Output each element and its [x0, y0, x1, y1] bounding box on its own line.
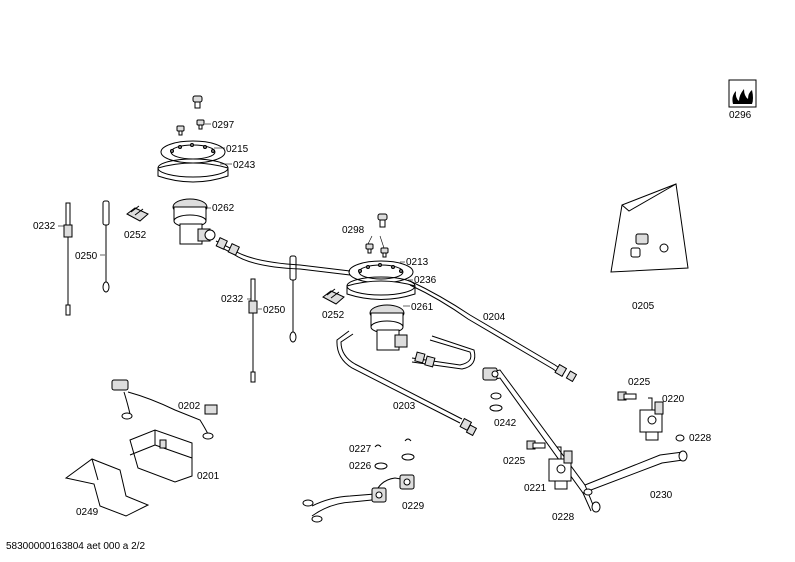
ring-0226: [374, 453, 415, 470]
gas-pipe-0204: [409, 280, 578, 383]
label-0252-centre: 0252: [322, 310, 345, 321]
label-0236: 0236: [414, 275, 437, 286]
label-0201: 0201: [197, 471, 220, 482]
screw-top: [192, 95, 203, 109]
label-0213: 0213: [406, 257, 429, 268]
igniter-electrode-0232-left: [63, 202, 73, 316]
gas-pipe-upper: [215, 237, 351, 276]
label-0298: 0298: [342, 225, 365, 236]
label-0250-centre: 0250: [263, 305, 286, 316]
screw-0298-top: [377, 213, 388, 228]
main-gas-manifold-0230: [482, 367, 688, 513]
screws-0297: [176, 119, 205, 136]
burner-cap-0236: [346, 276, 416, 300]
label-0232-centre: 0232: [221, 294, 244, 305]
igniter-electrode-0232-centre: [248, 278, 258, 383]
spark-module-0202: [111, 379, 218, 440]
label-0261: 0261: [411, 302, 434, 313]
leader-lines: [58, 123, 413, 310]
label-0220: 0220: [662, 394, 685, 405]
label-0242: 0242: [494, 418, 517, 429]
mount-plate-0249: [64, 458, 150, 517]
label-0232-left: 0232: [33, 221, 56, 232]
thermocouple-0250-left: [102, 200, 110, 293]
burner-valve-0261: [369, 304, 408, 351]
label-0226: 0226: [349, 461, 372, 472]
label-0203: 0203: [393, 401, 416, 412]
label-0228-lower: 0228: [552, 512, 575, 523]
cover-plate-0205: [610, 183, 689, 273]
ignition-harness-0229: [302, 474, 415, 523]
gas-pipe-0203: [336, 330, 478, 437]
valve-0220: [617, 391, 664, 441]
burner-valve-0262: [172, 198, 216, 245]
clip-0227: [374, 438, 412, 448]
part-labels: 0297 0215 0243 0262 0232 0250 0252 0298 …: [33, 110, 752, 523]
seal-ring-0242: [489, 392, 503, 412]
valve-0221: [526, 440, 573, 490]
burner-ring-0215: [160, 140, 226, 164]
bracket-0201: [129, 429, 193, 483]
clip-0252-left: [126, 205, 149, 222]
label-0243: 0243: [233, 160, 256, 171]
label-0252-left: 0252: [124, 230, 147, 241]
burner-ring-0213: [348, 260, 414, 284]
label-0202: 0202: [178, 401, 201, 412]
label-0296: 0296: [729, 110, 752, 121]
washer-0228-lower: [583, 488, 593, 496]
burner-cap-0243: [157, 158, 229, 183]
clip-0252-centre: [322, 288, 345, 305]
label-0228-upper: 0228: [689, 433, 712, 444]
label-0205: 0205: [632, 301, 655, 312]
washer-0228-upper: [675, 434, 685, 442]
label-0204: 0204: [483, 312, 506, 323]
label-0262: 0262: [212, 203, 235, 214]
document-id-footer: 58300000163804 aet 000 a 2/2: [6, 541, 146, 552]
label-0249: 0249: [76, 507, 99, 518]
label-0227: 0227: [349, 444, 372, 455]
label-0250-left: 0250: [75, 251, 98, 262]
label-0297: 0297: [212, 120, 235, 131]
label-0230: 0230: [650, 490, 673, 501]
screws-0298: [365, 243, 389, 258]
label-0215: 0215: [226, 144, 249, 155]
label-0225-upper: 0225: [628, 377, 651, 388]
label-0221: 0221: [524, 483, 547, 494]
label-0229: 0229: [402, 501, 425, 512]
label-0225-lower: 0225: [503, 456, 526, 467]
flame-icon-0296: [728, 79, 757, 108]
